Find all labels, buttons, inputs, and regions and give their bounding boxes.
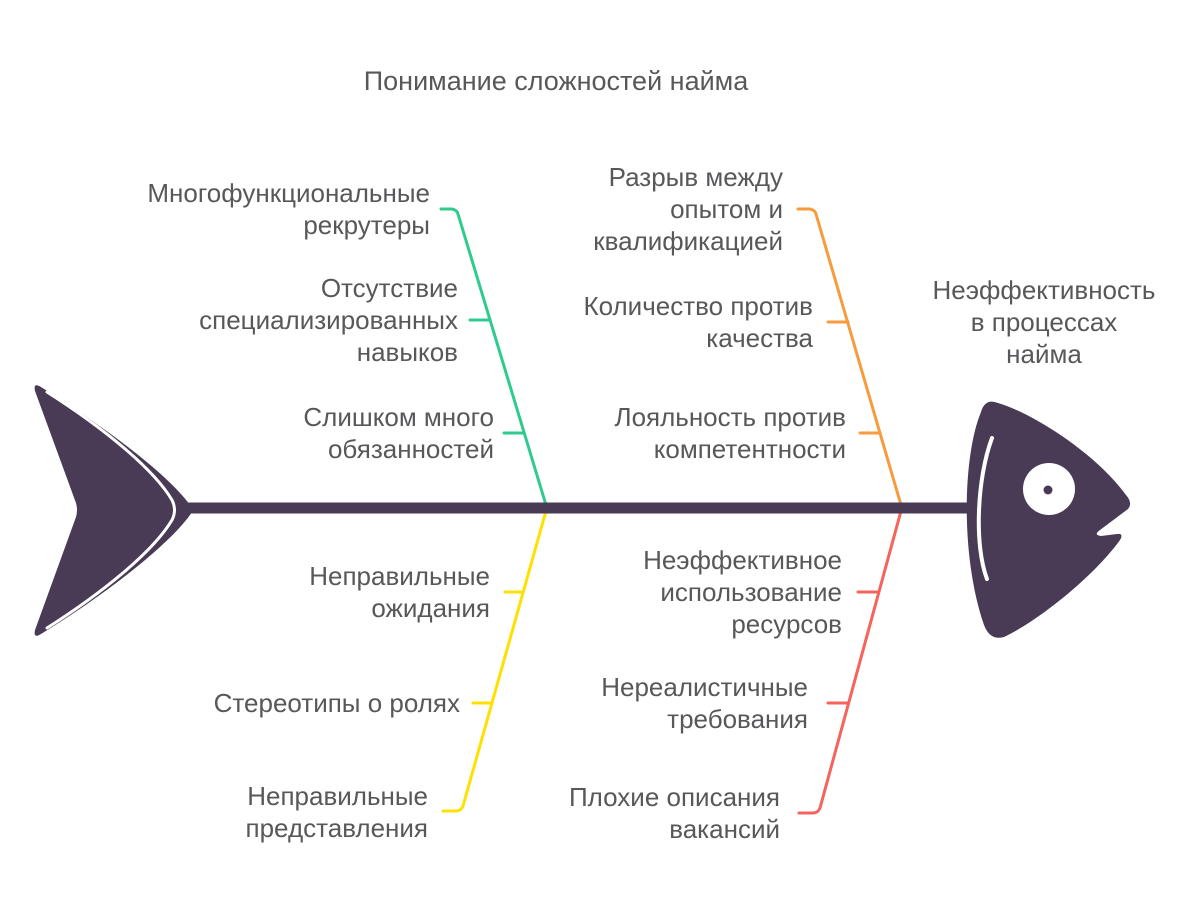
bone-bottom-right — [797, 509, 903, 815]
cause-experience-qualification-gap: Разрыв между опытом и квалификацией — [593, 162, 783, 256]
cause-loyalty-vs-competence: Лояльность против компетентности — [614, 402, 847, 464]
fish-tail — [34, 385, 192, 636]
cause-wrong-notions: Неправильные представления — [245, 781, 428, 843]
cause-quantity-vs-quality: Количество против качества — [583, 291, 813, 353]
cause-wrong-expectations: Неправильные ожидания — [309, 561, 490, 623]
fish-eye-pupil — [1043, 485, 1053, 495]
fish-head — [966, 401, 1131, 638]
cause-no-specialized-skills: Отсутствие специализированных навыков — [199, 273, 458, 367]
bone-top-left-main — [439, 207, 548, 507]
bone-bottom-right-main — [797, 509, 903, 815]
effect-label: Неэффективность в процессах найма — [932, 275, 1156, 369]
bone-top-left — [439, 207, 548, 507]
diagram-title: Понимание сложностей найма — [363, 66, 749, 96]
cause-bad-job-descriptions: Плохие описания вакансий — [568, 782, 780, 844]
cause-role-stereotypes: Стереотипы о ролях — [213, 688, 460, 718]
cause-inefficient-resource-use: Неэффективное использование ресурсов — [643, 545, 842, 639]
cause-too-many-duties: Слишком много обязанностей — [303, 402, 494, 464]
bone-top-right-main — [796, 207, 903, 507]
bone-bottom-left-main — [441, 509, 548, 813]
cause-multifunctional-recruiters: Многофункциональные рекрутеры — [147, 178, 430, 240]
bone-bottom-left — [441, 509, 548, 813]
bone-top-right — [796, 207, 903, 507]
cause-unrealistic-requirements: Нереалистичные требования — [601, 672, 808, 734]
fish-gill — [976, 436, 994, 581]
fish-tail-stripe — [45, 390, 176, 630]
